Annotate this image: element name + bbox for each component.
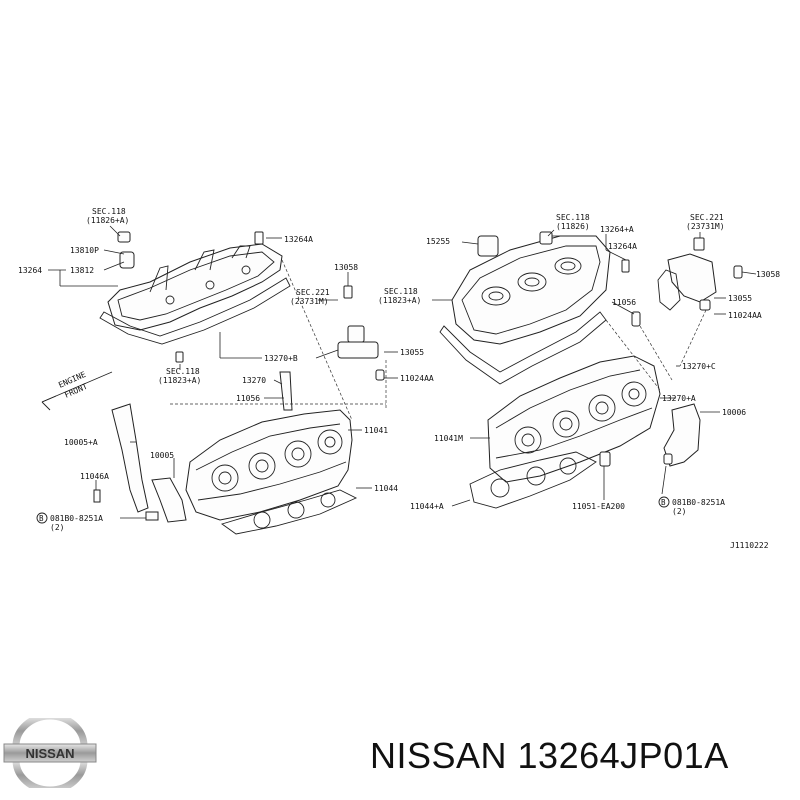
part-number-title: NISSAN 13264JP01A (370, 735, 729, 776)
label-bolt-right-qty: (2) (672, 507, 686, 516)
label-13270c: 13270+C (682, 362, 716, 371)
label-13058-left: 13058 (334, 263, 358, 272)
engine-front-arrow: ENGINE FRONT (41, 370, 113, 411)
label-bolt-right: 081B0-8251A (672, 498, 725, 507)
label-10005a: 10005+A (64, 438, 98, 447)
label-11041: 11041 (364, 426, 388, 435)
label-sec221-right-sub: (23731M) (686, 222, 725, 231)
label-sec221-left-sub: (23731M) (290, 297, 329, 306)
left-bracket (93, 403, 187, 523)
label-sec118-a: SEC.118 (92, 207, 126, 216)
label-11046a: 11046A (80, 472, 109, 481)
right-bracket (663, 403, 701, 467)
left-cylinder-head (185, 409, 358, 535)
right-leader-lines (432, 229, 757, 507)
label-13270b: 13270+B (264, 354, 298, 363)
label-10005: 10005 (150, 451, 174, 460)
right-cylinder-head (469, 355, 661, 509)
label-13264a-left: 13264A (284, 235, 313, 244)
label-sec221-left: SEC.221 (296, 288, 330, 297)
label-13058-right: 13058 (756, 270, 780, 279)
label-11056-right: 11056 (612, 298, 636, 307)
label-11056-left: 11056 (236, 394, 260, 403)
label-13264a-right-1: 13264+A (600, 225, 634, 234)
left-labels: SEC.118 (11826+A) 13264A 13810P 13264 13… (18, 207, 434, 532)
diagram-code: J1110222 (730, 541, 769, 550)
right-solenoid (657, 237, 743, 311)
label-bolt-left: 081B0-8251A (50, 514, 103, 523)
nissan-logo: NISSAN (3, 718, 97, 788)
bolt-marker-right: B (661, 498, 666, 507)
label-13270a: 13270+A (662, 394, 696, 403)
label-sec221-right: SEC.221 (690, 213, 724, 222)
right-labels: SEC.118 (11826) 15255 13264+A 13264A SEC… (378, 213, 780, 550)
label-sec118-c-sub: (11826) (556, 222, 590, 231)
label-11044: 11044 (374, 484, 398, 493)
label-13055-left: 13055 (400, 348, 424, 357)
bolt-marker-left: B (39, 514, 44, 523)
label-11044a: 11044+A (410, 502, 444, 511)
right-valve-cover (439, 231, 641, 385)
label-sec118-b-sub: (11823+A) (158, 376, 201, 385)
label-sec118-c: SEC.118 (556, 213, 590, 222)
label-13264-left: 13264 (18, 266, 42, 275)
label-13810p: 13810P (70, 246, 99, 255)
label-sec118-b: SEC.118 (166, 367, 200, 376)
label-sec118-d: SEC.118 (384, 287, 418, 296)
left-valve-cover (99, 231, 291, 363)
label-13264a-right-2: 13264A (608, 242, 637, 251)
label-11024aa-left: 11024AA (400, 374, 434, 383)
label-13055-right: 13055 (728, 294, 752, 303)
logo-text: NISSAN (25, 746, 74, 761)
label-bolt-left-qty: (2) (50, 523, 64, 532)
label-11024aa-right: 11024AA (728, 311, 762, 320)
label-sec118-d-sub: (11823+A) (378, 296, 421, 305)
label-13270: 13270 (242, 376, 266, 385)
label-sec118-a-sub: (11826+A) (86, 216, 129, 225)
label-15255: 15255 (426, 237, 450, 246)
left-solenoid (279, 285, 385, 411)
left-leader-lines (48, 225, 398, 519)
label-13812: 13812 (70, 266, 94, 275)
label-10006: 10006 (722, 408, 746, 417)
label-11051: 11051-EA200 (572, 502, 625, 511)
label-11041m: 11041M (434, 434, 463, 443)
